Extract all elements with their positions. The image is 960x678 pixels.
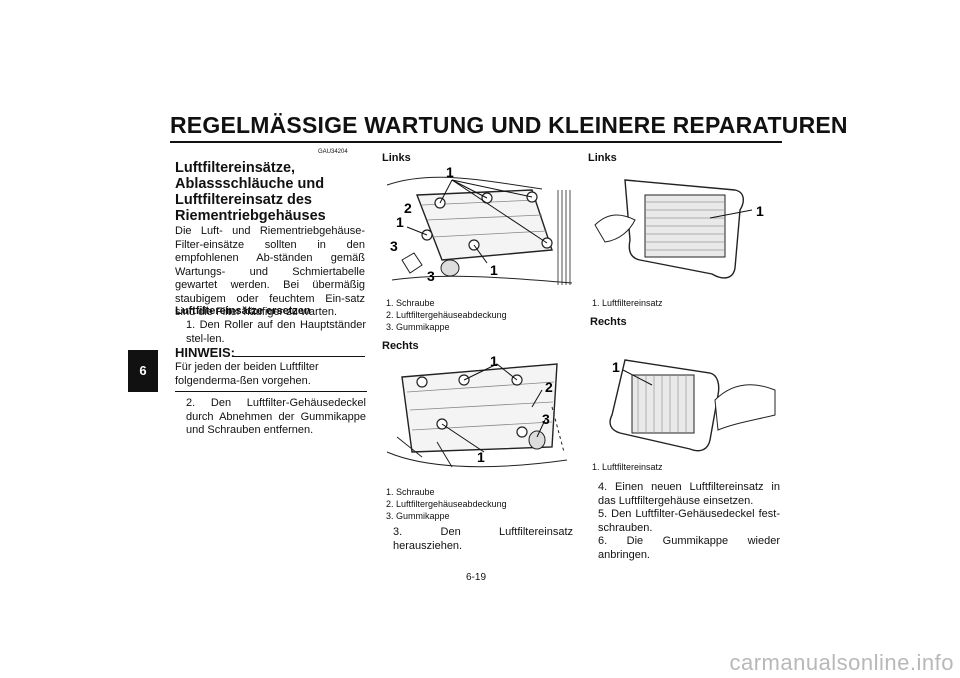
callout-3c: 3 <box>542 411 550 427</box>
callout-1a: 1 <box>446 165 454 180</box>
step-4: 4. Einen neuen Luftfiltereinsatz in das … <box>598 481 780 507</box>
title-rule <box>170 141 782 143</box>
step-3: 3. Den Luftfiltereinsatz herausziehen. <box>393 526 573 552</box>
figure-1-captions: 1. Schraube 2. Luftfiltergehäuseabdeckun… <box>386 297 507 333</box>
note-label: HINWEIS: <box>175 345 235 360</box>
callout-2: 2 <box>404 200 412 216</box>
caption-cover-2: 2. Luftfiltergehäuseabdeckung <box>386 499 507 509</box>
figure-4-caption: 1. Luftfiltereinsatz <box>592 462 663 472</box>
note-rule <box>232 356 365 357</box>
figure-3-left-element: 1 <box>594 179 764 279</box>
figure-2-right-cover: 1 2 3 1 <box>386 353 568 468</box>
figure-2-label: Rechts <box>382 340 419 352</box>
figure-2-captions: 1. Schraube 2. Luftfiltergehäuseabdeckun… <box>386 486 507 522</box>
note-text: Für jeden der beiden Luftfilter folgende… <box>175 361 319 387</box>
figure-4-label: Rechts <box>590 316 627 328</box>
step-2: 2. Den Luftfilter-Gehäusedeckel durch Ab… <box>186 397 366 436</box>
caption-screw-2: 1. Schraube <box>386 487 435 497</box>
caption-cover: 2. Luftfiltergehäuseabdeckung <box>386 310 507 320</box>
callout-3a: 3 <box>390 238 398 254</box>
caption-cap: 3. Gummikappe <box>386 322 450 332</box>
callout-1g: 1 <box>612 359 620 375</box>
figure-1-label: Links <box>382 152 411 164</box>
figure-3-label: Links <box>588 152 617 164</box>
step-5: 5. Den Luftfilter-Gehäusedeckel fest-sch… <box>598 508 780 534</box>
callout-1b: 1 <box>396 214 404 230</box>
section-heading: Luftfiltereinsätze, Ablassschläuche und … <box>175 160 326 224</box>
intro-paragraph: Die Luft- und Riementriebgehäuse-Filter-… <box>175 225 365 318</box>
subheading: Luftfiltereinsätze ersetzen <box>175 305 311 317</box>
caption-screw: 1. Schraube <box>386 298 435 308</box>
page-number: 6-19 <box>466 572 487 583</box>
callout-3b: 3 <box>427 268 435 284</box>
reference-code: GAU34204 <box>318 149 348 155</box>
callout-1e: 1 <box>477 449 485 465</box>
step-6: 6. Die Gummikappe wieder anbringen. <box>598 535 780 561</box>
chapter-tab: 6 <box>128 350 158 392</box>
callout-1f: 1 <box>756 203 764 219</box>
callout-2b: 2 <box>545 379 553 395</box>
figure-1-left-cover: 1 2 1 3 3 1 <box>386 165 573 285</box>
step-1: 1. Den Roller auf den Hauptständer stel-… <box>186 319 366 345</box>
caption-cap-2: 3. Gummikappe <box>386 511 450 521</box>
watermark: carmanualsonline.info <box>729 650 954 675</box>
callout-1d: 1 <box>490 353 498 369</box>
figure-3-caption: 1. Luftfiltereinsatz <box>592 298 663 308</box>
callout-1c: 1 <box>490 262 498 278</box>
page-title: REGELMÄSSIGE WARTUNG UND KLEINERE REPARA… <box>170 112 848 138</box>
figure-4-right-element: 1 <box>609 359 776 452</box>
note-bottom-rule <box>175 391 367 392</box>
